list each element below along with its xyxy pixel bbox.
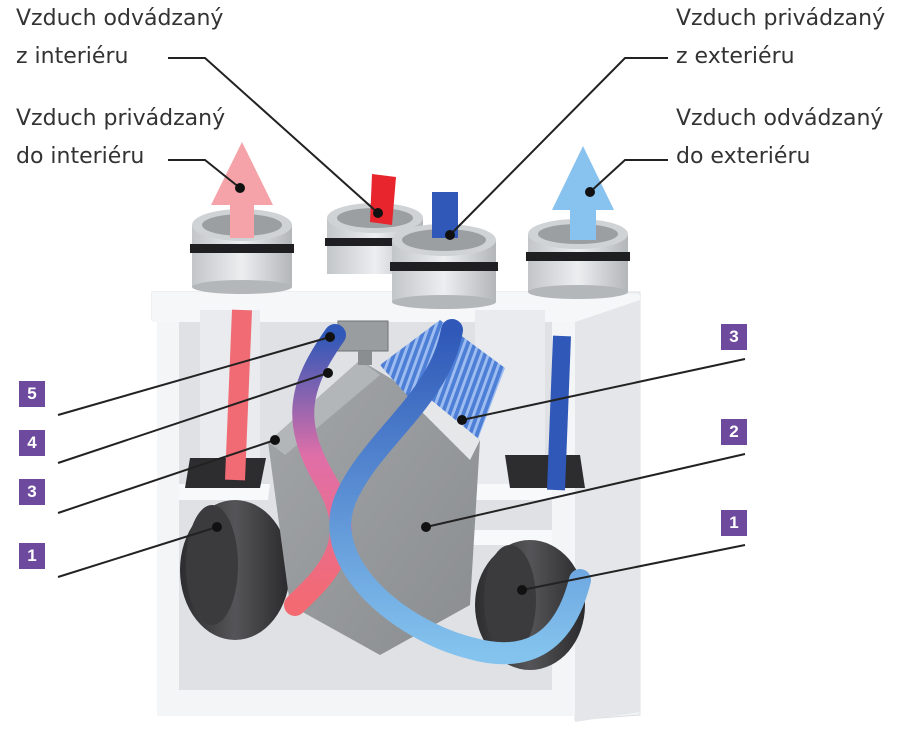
number-badge-fan-right: 1 — [721, 510, 747, 536]
number-badge-bypass: 4 — [19, 430, 45, 456]
number-badge-fan-left: 1 — [19, 543, 45, 569]
duct-ring-3 — [390, 224, 498, 309]
number-badge-filter-right: 3 — [721, 324, 747, 350]
label-supply-to-interior: Vzduch privádzaný do interiéru — [16, 106, 226, 169]
number-badge-filter-left: 3 — [19, 479, 45, 505]
number-badge-controller: 5 — [19, 381, 45, 407]
label-exhaust-to-exterior: Vzduch odvádzaný do exteriéru — [676, 106, 884, 169]
number-badge-heat-exchanger: 2 — [721, 419, 747, 445]
label-supply-from-exterior: Vzduch privádzaný z exteriéru — [676, 6, 886, 69]
label-exhaust-from-interior: Vzduch odvádzaný z interiéru — [16, 6, 224, 69]
